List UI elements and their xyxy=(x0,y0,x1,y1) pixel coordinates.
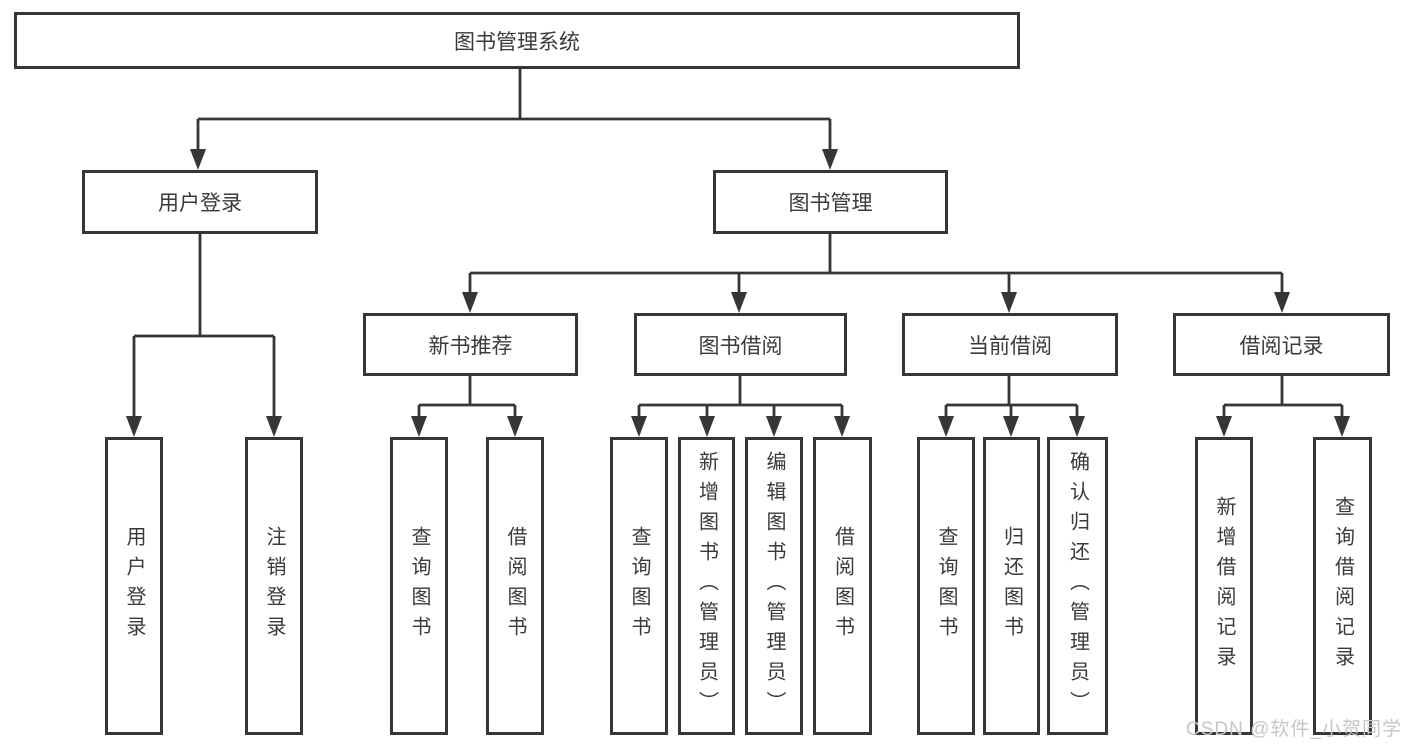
node-book-management-branch: 图书管理 xyxy=(713,170,948,234)
leaf-confirm-return-admin: 确认归还（管理员） xyxy=(1047,437,1108,735)
csdn-watermark: CSDN @软件_小贺同学 xyxy=(1186,719,1402,740)
leaf-return-book: 归还图书 xyxy=(983,437,1040,735)
node-current-borrowing: 当前借阅 xyxy=(902,313,1118,376)
leaf-label: 查询借阅记录 xyxy=(1331,496,1354,676)
leaf-query-borrow-record: 查询借阅记录 xyxy=(1313,437,1372,735)
node-new-book-recommendation: 新书推荐 xyxy=(363,313,578,376)
leaf-label: 借阅图书 xyxy=(831,526,854,646)
leaf-edit-book-admin: 编辑图书（管理员） xyxy=(745,437,803,735)
node-book-borrowing: 图书借阅 xyxy=(634,313,847,376)
leaf-label: 查询图书 xyxy=(628,526,650,646)
leaf-query-books-borrow: 查询图书 xyxy=(610,437,668,735)
leaf-label: 查询图书 xyxy=(408,526,430,646)
leaf-label: 确认归还（管理员） xyxy=(1066,451,1089,721)
leaf-label: 归还图书 xyxy=(1000,526,1023,646)
leaf-query-books-recommend: 查询图书 xyxy=(390,437,448,735)
leaf-label: 注销登录 xyxy=(263,526,285,646)
leaf-label: 借阅图书 xyxy=(504,526,526,646)
leaf-logout: 注销登录 xyxy=(245,437,303,735)
node-borrowing-records: 借阅记录 xyxy=(1173,313,1390,376)
leaf-label: 新增图书（管理员） xyxy=(695,451,718,721)
node-library-system: 图书管理系统 xyxy=(14,12,1020,69)
leaf-label: 用户登录 xyxy=(123,526,145,646)
leaf-add-borrow-record: 新增借阅记录 xyxy=(1195,437,1253,735)
leaf-user-login: 用户登录 xyxy=(105,437,163,735)
node-user-login-branch: 用户登录 xyxy=(82,170,318,234)
leaf-add-book-admin: 新增图书（管理员） xyxy=(678,437,735,735)
leaf-label: 编辑图书（管理员） xyxy=(763,451,785,721)
leaf-label: 查询图书 xyxy=(935,526,957,646)
leaf-borrow-books: 借阅图书 xyxy=(813,437,872,735)
leaf-query-books-current: 查询图书 xyxy=(917,437,975,735)
leaf-borrow-books-recommend: 借阅图书 xyxy=(486,437,544,735)
leaf-label: 新增借阅记录 xyxy=(1213,496,1235,676)
